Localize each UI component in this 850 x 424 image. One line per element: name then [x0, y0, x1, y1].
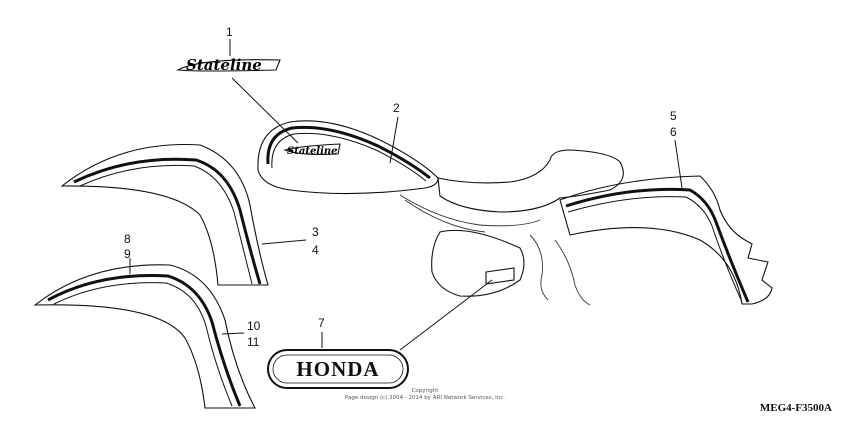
fuel-tank: Stateline 2 [257, 101, 439, 195]
leader-5-6 [674, 139, 683, 189]
leader-7-to-cover [399, 279, 493, 351]
emblem-script-text: Stateline [186, 56, 262, 74]
tank-script-text: Stateline [287, 146, 338, 157]
callout-11: 11 [247, 335, 260, 349]
front-fender-upper: 3 4 [60, 143, 319, 286]
leader-3-4 [261, 239, 307, 245]
callout-10: 10 [247, 319, 261, 333]
leader-2 [389, 116, 399, 164]
rear-fender: 5 6 [559, 109, 773, 305]
leader-1-to-tank [231, 77, 299, 144]
copyright-line-1: Copyright [412, 388, 440, 394]
copyright-line-2: Page design (c) 2004 - 2014 by ARI Netwo… [345, 395, 505, 401]
callout-1: 1 [226, 25, 233, 39]
callout-7: 7 [318, 316, 325, 330]
leader-10-11 [221, 332, 245, 335]
callout-4: 4 [312, 243, 319, 257]
honda-badge: HONDA 7 [267, 279, 493, 389]
callout-5: 5 [670, 109, 677, 123]
emblem-part-1: Stateline 1 [176, 25, 281, 74]
callout-8: 8 [124, 232, 131, 246]
front-fender-lower: 8 9 10 11 [33, 232, 261, 409]
diagram-code: MEG4-F3500A [760, 402, 832, 414]
honda-label: HONDA [296, 357, 379, 381]
callout-6: 6 [670, 125, 677, 139]
callout-9: 9 [124, 247, 131, 261]
callout-2: 2 [393, 101, 400, 115]
frame-outline [399, 149, 624, 306]
callout-3: 3 [312, 225, 319, 239]
